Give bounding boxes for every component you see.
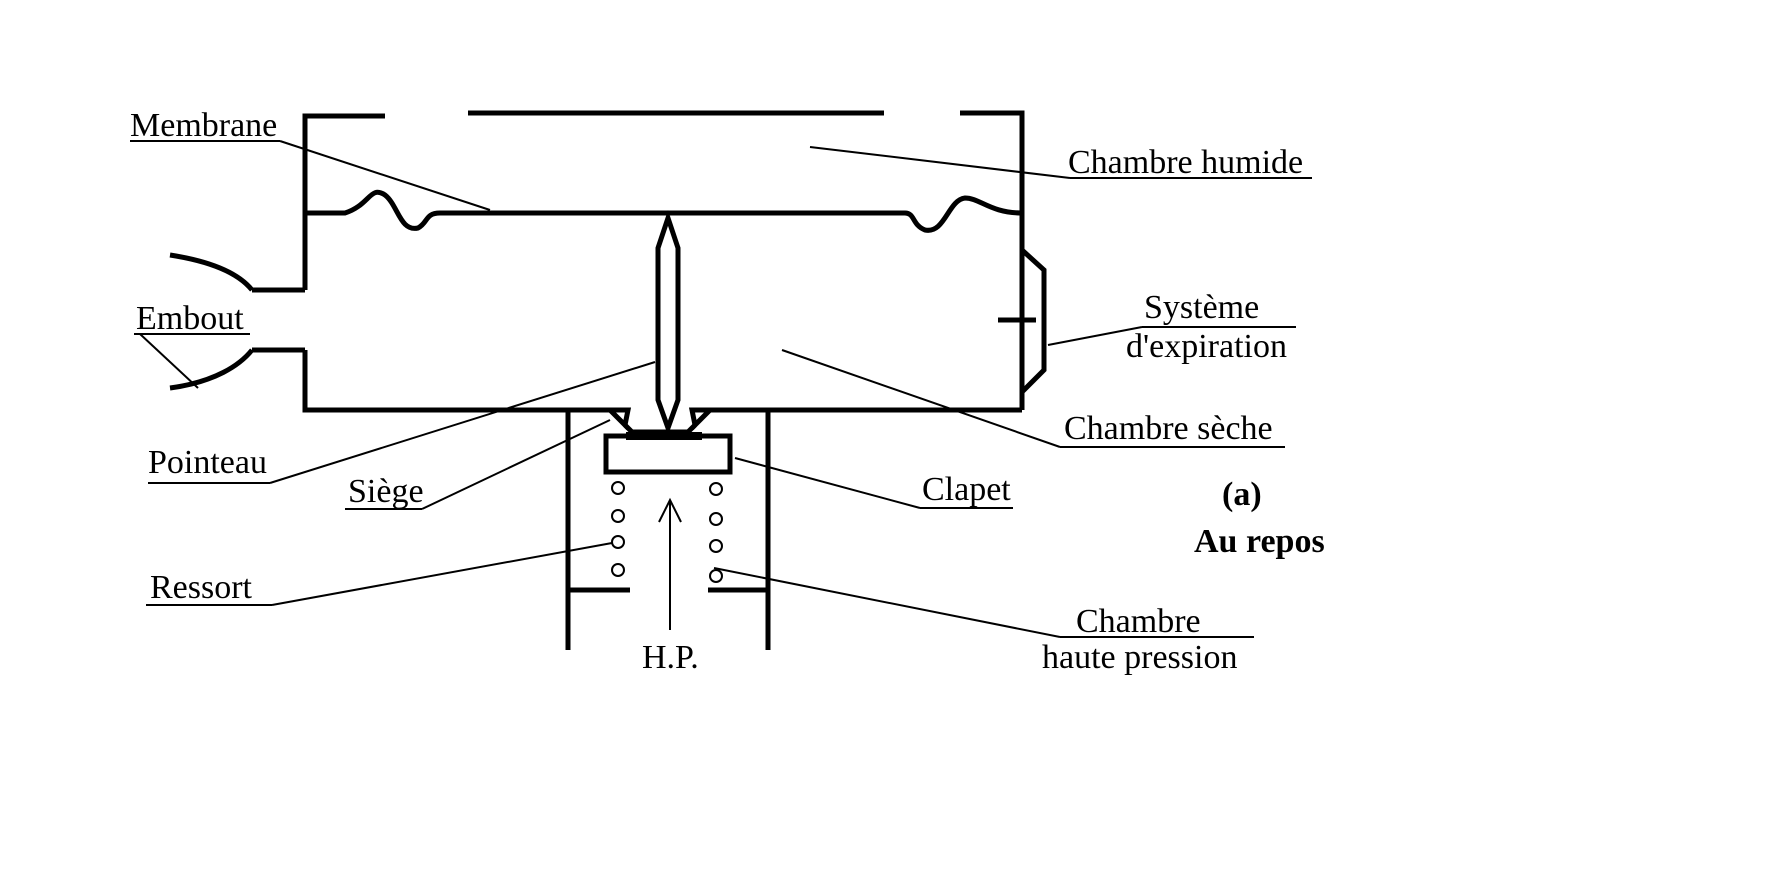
embout	[169, 252, 254, 391]
label-hp: H.P.	[642, 639, 699, 676]
label-systeme: Système	[1144, 289, 1259, 326]
label-membrane: Membrane	[130, 107, 277, 144]
housing	[252, 110, 1025, 413]
label-clapet: Clapet	[922, 471, 1011, 508]
label-embout: Embout	[136, 300, 244, 337]
label-pointeau: Pointeau	[148, 444, 267, 481]
label-siege: Siège	[348, 473, 424, 510]
leader-lines	[130, 140, 1312, 638]
label-haute-pression: haute pression	[1042, 639, 1237, 676]
label-chambre-humide: Chambre humide	[1068, 144, 1303, 181]
label-ressort: Ressort	[150, 569, 253, 606]
state-caption: Au repos	[1194, 523, 1325, 560]
membrane	[305, 189, 1023, 233]
pointeau	[655, 210, 681, 436]
clapet	[603, 433, 733, 475]
clapet-seat-pad	[626, 432, 702, 440]
figure-letter: (a)	[1222, 476, 1262, 513]
high-pressure-chamber	[565, 410, 771, 650]
ressort	[611, 481, 723, 583]
label-expiration: d'expiration	[1126, 328, 1287, 365]
siege	[603, 407, 717, 435]
label-chambre: Chambre	[1076, 603, 1201, 640]
hp-arrow	[658, 497, 682, 630]
label-chambre-seche: Chambre sèche	[1064, 410, 1273, 447]
expiration-system	[998, 248, 1047, 394]
